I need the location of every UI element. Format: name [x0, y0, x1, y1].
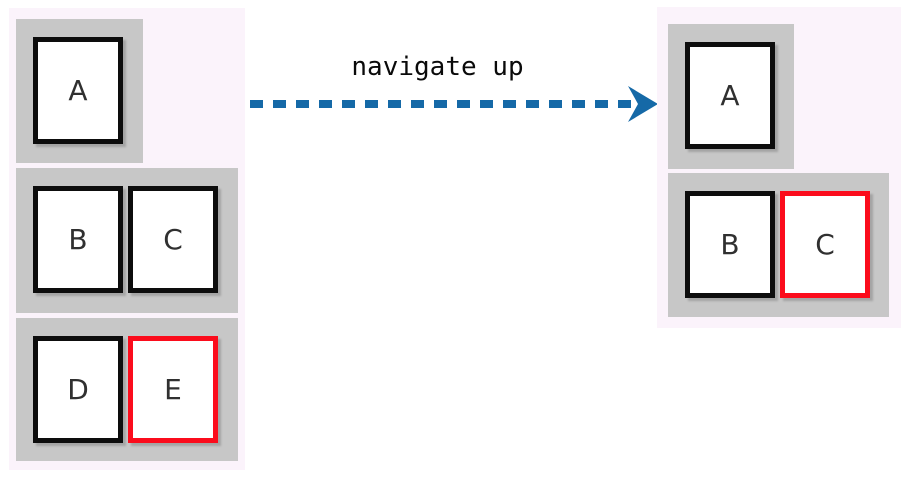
pane-a: A: [685, 42, 775, 149]
window-row-top: A: [16, 19, 143, 163]
before-state-panel: A B C D E: [9, 8, 245, 470]
window-row-top: A: [668, 24, 794, 169]
window-row-bottom: B C: [668, 173, 889, 317]
window-row-bottom: D E: [16, 318, 238, 461]
after-state-panel: A B C: [657, 7, 901, 328]
window-row-middle: B C: [16, 168, 238, 313]
pane-c: C: [780, 191, 870, 298]
dashed-arrow-icon: [250, 86, 658, 122]
pane-b: B: [685, 191, 775, 298]
arrow-label: navigate up: [351, 52, 524, 82]
pane-e: E: [128, 336, 218, 443]
pane-a: A: [33, 37, 123, 144]
pane-b: B: [33, 186, 123, 293]
pane-d: D: [33, 336, 123, 443]
pane-c: C: [128, 186, 218, 293]
